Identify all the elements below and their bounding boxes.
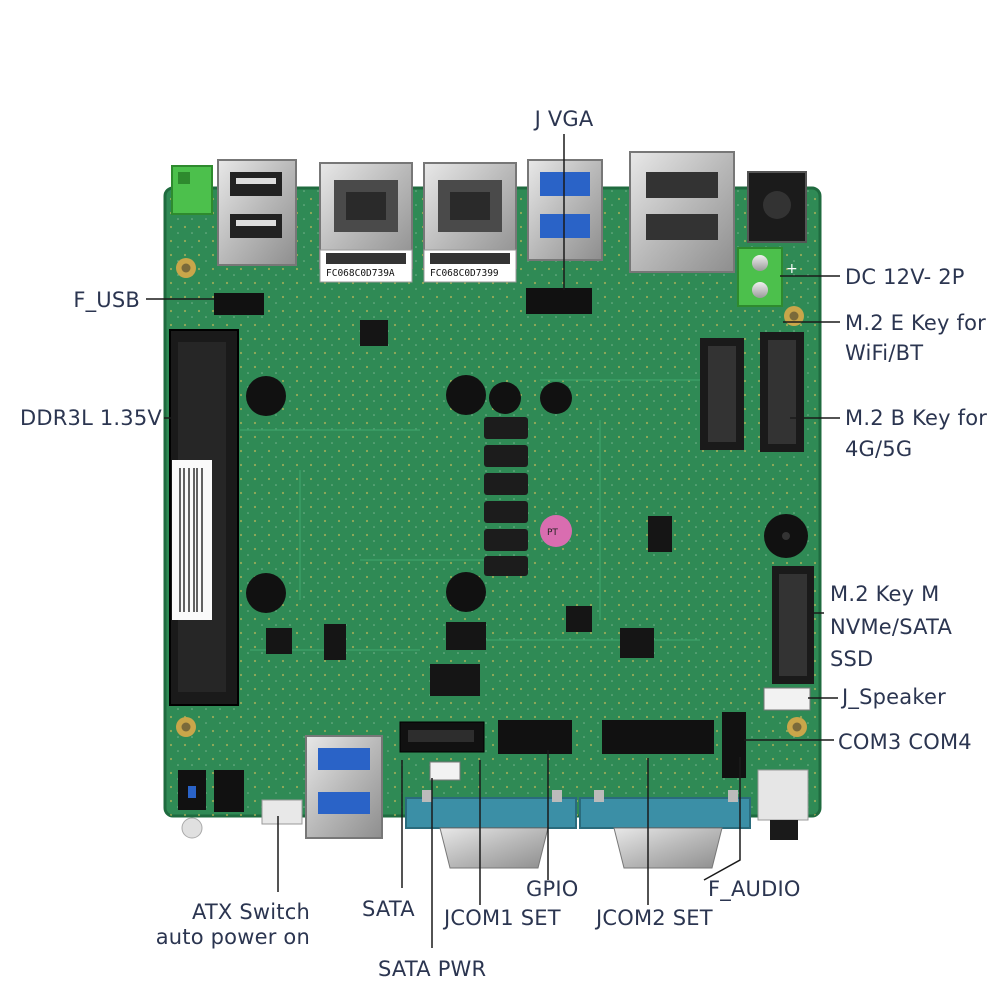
label-dc-power: DC 12V- 2P xyxy=(845,265,965,289)
lan-port-1: FC068C0D739A xyxy=(319,162,413,283)
buzzer xyxy=(764,514,808,558)
label-m2-m-key-line3: SSD xyxy=(830,647,874,671)
leader-lines xyxy=(146,134,840,948)
label-m2-b-key-line2: 4G/5G xyxy=(845,437,913,461)
dc-jack xyxy=(747,171,807,243)
top-usb-stack xyxy=(217,159,297,266)
ddr3l-slot xyxy=(169,329,239,706)
label-jcom1-set: JCOM1 SET xyxy=(444,906,561,930)
m2-m-key-slot xyxy=(772,566,814,684)
label-m2-e-key-line1: M.2 E Key for xyxy=(845,311,986,335)
display-port-block xyxy=(629,151,735,273)
atx-switch xyxy=(178,770,303,839)
label-m2-m-key-line2: NVMe/SATA xyxy=(830,615,953,639)
f-power-terminal xyxy=(171,165,213,215)
db9-com2 xyxy=(579,790,751,869)
audio-jack xyxy=(757,769,809,840)
capacitor-text: PT xyxy=(547,528,558,538)
label-j-vga: J VGA xyxy=(534,107,594,131)
pink-capacitor: PT xyxy=(540,515,572,547)
label-f-audio: F_AUDIO xyxy=(708,877,801,901)
sata-connector xyxy=(399,721,485,753)
ic-chips xyxy=(266,320,672,696)
m2-b-key-slot xyxy=(760,332,804,452)
lan1-mac-label: FC068C0D739A xyxy=(326,268,395,279)
label-atx-line1: ATX Switch xyxy=(191,900,310,924)
label-ddr3l: DDR3L 1.35V xyxy=(20,406,162,430)
standoffs xyxy=(246,375,572,613)
pin-headers xyxy=(214,288,811,781)
mounting-holes xyxy=(176,258,807,737)
usb3-bottom xyxy=(305,735,383,839)
label-sata-pwr: SATA PWR xyxy=(378,957,487,981)
vrm-chokes xyxy=(484,417,528,576)
lan2-mac-label: FC068C0D7399 xyxy=(430,268,499,279)
usb3-top xyxy=(527,159,603,261)
m2-e-key-slot xyxy=(700,338,744,450)
lan-port-2: FC068C0D7399 xyxy=(423,162,517,283)
label-f-usb: F_USB xyxy=(73,288,140,312)
label-jcom2-set: JCOM2 SET xyxy=(596,906,713,930)
label-m2-b-key-line1: M.2 B Key for xyxy=(845,406,988,430)
label-sata: SATA xyxy=(362,897,415,921)
label-atx-line2: auto power on xyxy=(155,925,310,949)
label-m2-m-key-line1: M.2 Key M xyxy=(830,582,940,606)
label-gpio: GPIO xyxy=(526,877,579,901)
dc-plus-mark: + xyxy=(786,261,798,277)
label-j-speaker: J_Speaker xyxy=(842,685,946,709)
label-m2-e-key-line2: WiFi/BT xyxy=(845,341,924,365)
dc-2p-terminal: + xyxy=(737,247,798,307)
label-com3-com4: COM3 COM4 xyxy=(838,730,972,754)
